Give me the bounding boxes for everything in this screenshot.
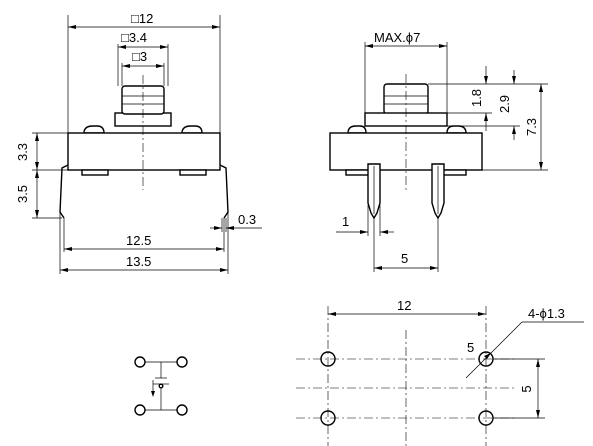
dim-label-plunger-inner: □3 bbox=[132, 49, 147, 64]
pin-right bbox=[431, 163, 445, 220]
dim-label-leg-span-outer: 13.5 bbox=[126, 254, 151, 269]
dim-label-pcb-pitch-y-small: 5 bbox=[467, 340, 474, 355]
dim-width-top: □12 bbox=[67, 11, 221, 133]
front-body-outline bbox=[59, 75, 229, 219]
dim-label-pin-pitch: 5 bbox=[401, 251, 408, 266]
dim-total-height: 7.3 bbox=[482, 83, 548, 171]
dim-leg-height: 3.5 bbox=[15, 170, 62, 219]
dim-pin-width: 1 bbox=[336, 205, 394, 236]
dim-label-plunger-diameter: MAX.ϕ7 bbox=[374, 30, 420, 45]
pcb-hole-top-left bbox=[320, 351, 336, 367]
dim-pin-pitch: 5 bbox=[373, 218, 439, 272]
dim-label-pcb-hole: 4-ϕ1.3 bbox=[528, 306, 565, 321]
dim-plunger-inner: □3 bbox=[121, 49, 165, 86]
pin-left bbox=[367, 163, 381, 220]
dim-label-pcb-pitch-y: 5 bbox=[519, 385, 534, 392]
dim-body-height: 3.3 bbox=[15, 132, 68, 171]
dim-label-plunger-height: 1.8 bbox=[469, 89, 484, 107]
dim-label-plunger-outer: □3.4 bbox=[121, 30, 147, 45]
dim-plunger-height: 1.8 bbox=[428, 66, 492, 131]
dim-label-leg-span-inner: 12.5 bbox=[126, 233, 151, 248]
dim-leg-thickness: 0.3 bbox=[210, 212, 262, 232]
dim-pcb-hole-callout: 4-ϕ1.3 bbox=[465, 306, 584, 379]
dim-label-total-height: 7.3 bbox=[524, 118, 539, 136]
dim-label-cap-height: 2.9 bbox=[497, 95, 512, 113]
dim-leg-span-inner: 12.5 bbox=[63, 218, 225, 252]
side-body-outline bbox=[329, 74, 483, 220]
dim-label-leg-height: 3.5 bbox=[15, 185, 30, 203]
pcb-hole-layout: 12 4-ϕ1.3 5 5 bbox=[296, 298, 584, 446]
dim-cap-height: 2.9 bbox=[447, 70, 520, 140]
dim-label-pcb-pitch-x: 12 bbox=[397, 298, 411, 313]
dim-leg-span-outer: 13.5 bbox=[59, 212, 229, 274]
front-view: □12 □3.4 □3 3.3 bbox=[15, 11, 262, 274]
dim-pcb-pitch-x: 12 bbox=[328, 298, 486, 316]
dim-label-leg-thickness: 0.3 bbox=[238, 212, 256, 227]
dim-label-width-top: □12 bbox=[131, 11, 153, 26]
side-view: MAX.ϕ7 1.8 2.9 7.3 bbox=[329, 30, 548, 272]
dim-label-body-height: 3.3 bbox=[15, 143, 30, 161]
dim-plunger-diameter: MAX.ϕ7 bbox=[364, 30, 448, 113]
dim-plunger-outer: □3.4 bbox=[117, 30, 169, 86]
dim-label-pin-width: 1 bbox=[342, 214, 349, 229]
pcb-hole-bottom-left bbox=[320, 410, 336, 426]
switch-schematic-symbol bbox=[134, 356, 188, 416]
dim-pcb-pitch-y: 5 bbox=[493, 358, 545, 419]
